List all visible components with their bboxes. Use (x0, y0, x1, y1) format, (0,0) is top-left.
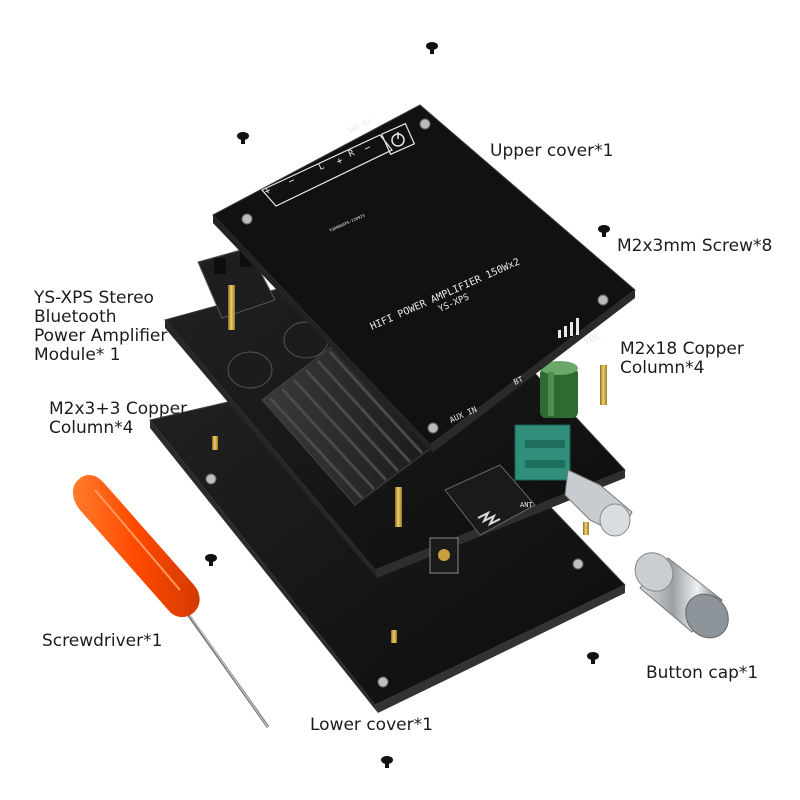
screw-1 (426, 42, 438, 54)
copper-column-long-1 (228, 285, 235, 330)
label-copper-18: M2x18 Copper Column*4 (620, 339, 744, 378)
l-print: L (317, 161, 326, 172)
bluetooth-module: ANT (444, 464, 536, 536)
bt-print: BT (512, 375, 525, 387)
label-button-cap: Button cap*1 (646, 663, 759, 683)
power-icon (380, 122, 416, 156)
screw-5 (587, 652, 599, 664)
screwdriver (72, 474, 270, 728)
screw-6 (381, 756, 393, 768)
capacitor (540, 361, 578, 418)
label-lower-cover: Lower cover*1 (310, 715, 433, 735)
plus-print-2: + (335, 155, 345, 168)
upper-cover: + − L R + − YS-XPS YS0000XPS-220915 HIFI… (212, 104, 636, 453)
label-upper-cover: Upper cover*1 (490, 141, 614, 161)
minus-print-1: − (287, 175, 297, 188)
ant-print: ANT (520, 501, 533, 509)
label-copper-3: M2x3+3 Copper Column*4 (49, 399, 188, 438)
screw-3 (598, 225, 610, 237)
copper-column-short-2 (391, 630, 397, 643)
label-screw: M2x3mm Screw*8 (617, 236, 773, 256)
button-cap (634, 552, 729, 639)
plus-print-1: + (263, 185, 273, 198)
corner-model-print: YS-XPS (346, 116, 372, 134)
volume-potentiometer (514, 424, 633, 537)
aux-jack (429, 537, 459, 574)
heatsink (261, 339, 436, 506)
r-print: R (347, 148, 357, 160)
screw-2 (237, 132, 249, 144)
speaker-icons-panel: + − L R + − (261, 134, 393, 207)
copper-column-short-3 (583, 522, 589, 535)
copper-column-short-1 (212, 436, 218, 450)
copper-column-long-3 (600, 365, 607, 405)
screw-4 (205, 554, 217, 566)
label-screwdriver: Screwdriver*1 (42, 631, 163, 651)
minus-print-2: − (363, 142, 373, 155)
label-module: YS-XPS Stereo Bluetooth Power Amplifier … (34, 288, 168, 365)
volume-bars-icon (558, 318, 579, 338)
copper-column-long-2 (395, 487, 402, 527)
